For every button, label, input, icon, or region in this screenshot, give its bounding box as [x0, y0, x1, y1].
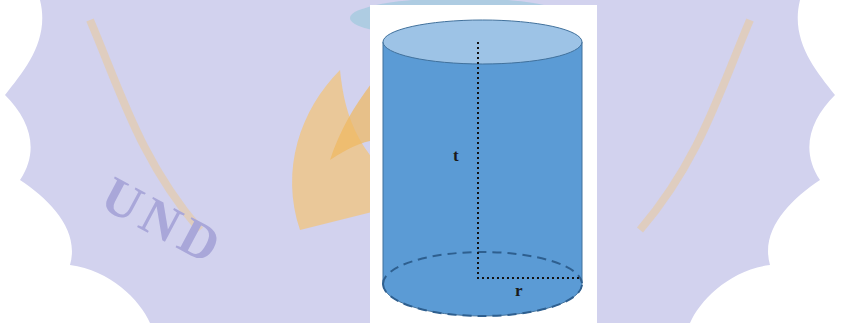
dimension-line [478, 42, 580, 278]
cylinder-side [383, 42, 582, 284]
figure-panel [370, 5, 597, 323]
cylinder-top [383, 20, 582, 64]
cylinder-body [383, 42, 582, 316]
cylinder-base-dashed [383, 284, 582, 316]
cylinder-base-front [383, 284, 582, 316]
watermark-badge [5, 0, 835, 323]
radius-label: r [515, 282, 523, 299]
height-label: t [453, 147, 459, 164]
cylinder-base-hidden [383, 252, 582, 284]
